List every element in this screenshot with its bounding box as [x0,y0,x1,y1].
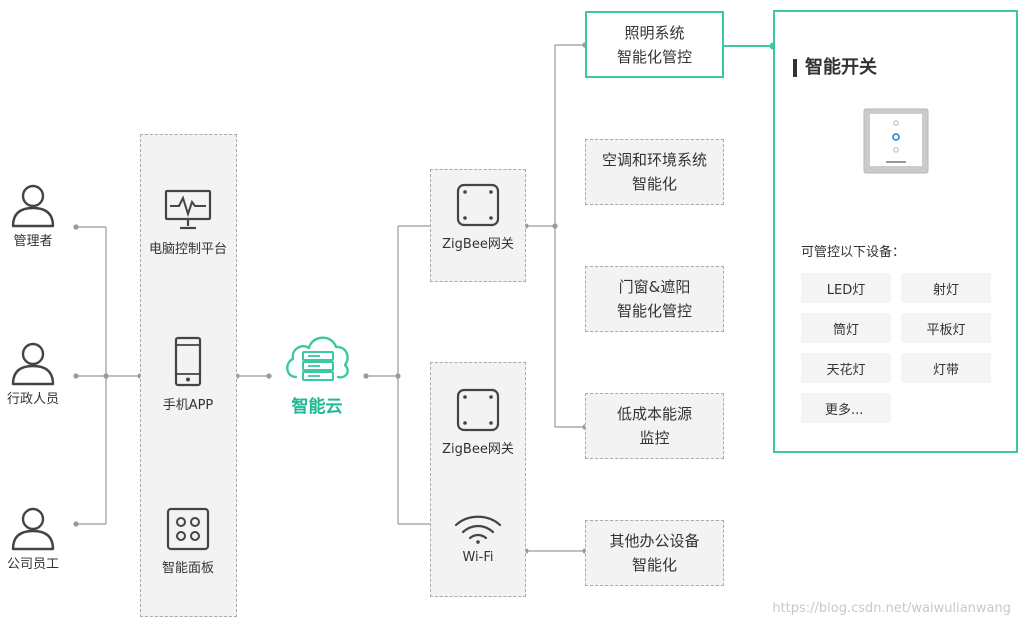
system-label-line1: 低成本能源 [616,405,692,423]
client-label: 智能面板 [161,561,214,576]
wall-switch-icon [863,108,929,174]
system-lighting[interactable]: 照明系统 智能化管控 [585,11,724,78]
device-chip: 射灯 [901,273,991,303]
system-label-line1: 门窗&遮阳 [618,278,691,296]
gateway-icon [456,388,500,432]
user-label: 行政人员 [6,392,59,407]
panel-title: 智能开关 [793,59,877,77]
system-label-line2: 智能化 [631,556,677,574]
gateway-wifi: Wi-Fi [430,514,526,565]
system-label-line2: 智能化管控 [616,302,692,320]
device-chip-more[interactable]: 更多... [801,393,891,423]
user-icon [11,342,55,386]
user-label: 公司员工 [6,557,59,572]
client-label: 电脑控制平台 [148,242,227,257]
user-employee: 公司员工 [0,505,73,572]
monitor-icon [164,189,212,230]
device-chip: 灯带 [901,353,991,383]
system-label-line1: 空调和环境系统 [601,151,707,169]
client-label: 手机APP [162,398,214,413]
wifi-icon [454,515,502,544]
system-office-devices: 其他办公设备 智能化 [585,520,724,586]
gateway-group-box-2 [430,362,526,597]
client-smart-panel: 智能面板 [140,507,236,576]
watermark: https://blog.csdn.net/waiwulianwang [772,601,1011,616]
cloud-server-icon [286,336,349,381]
system-label-line2: 智能化管控 [616,47,692,66]
gateway-icon [456,183,500,227]
device-chip: 筒灯 [801,313,891,343]
panel-subtitle: 可管控以下设备： [801,245,906,260]
device-chip: 平板灯 [901,313,991,343]
gateway-label: ZigBee网关 [442,237,514,252]
phone-icon [174,336,202,387]
smart-switch-panel: 智能开关 可管控以下设备： LED灯 射灯 筒灯 平板灯 天花灯 灯带 更多..… [773,10,1018,453]
system-label-line1: 照明系统 [624,23,685,42]
panel-icon [166,507,210,551]
device-chip: LED灯 [801,273,891,303]
client-pc-platform: 电脑控制平台 [140,188,236,257]
gateway-zigbee-2: ZigBee网关 [430,388,526,457]
gateway-label: ZigBee网关 [442,442,514,457]
client-mobile-app: 手机APP [140,336,236,413]
user-icon [11,184,55,228]
system-door-shade: 门窗&遮阳 智能化管控 [585,266,724,332]
user-manager: 管理者 [0,182,73,249]
user-icon [11,507,55,551]
system-label-line1: 其他办公设备 [609,532,700,550]
system-label-line2: 监控 [639,429,670,447]
system-energy: 低成本能源 监控 [585,393,724,459]
system-hvac: 空调和环境系统 智能化 [585,139,724,205]
device-chip: 天花灯 [801,353,891,383]
gateway-label: Wi-Fi [462,550,494,565]
user-label: 管理者 [13,234,53,249]
cloud-label: 智能云 [291,397,343,417]
gateway-zigbee-1: ZigBee网关 [430,183,526,252]
user-admin-staff: 行政人员 [0,340,73,407]
system-label-line2: 智能化 [631,175,677,193]
